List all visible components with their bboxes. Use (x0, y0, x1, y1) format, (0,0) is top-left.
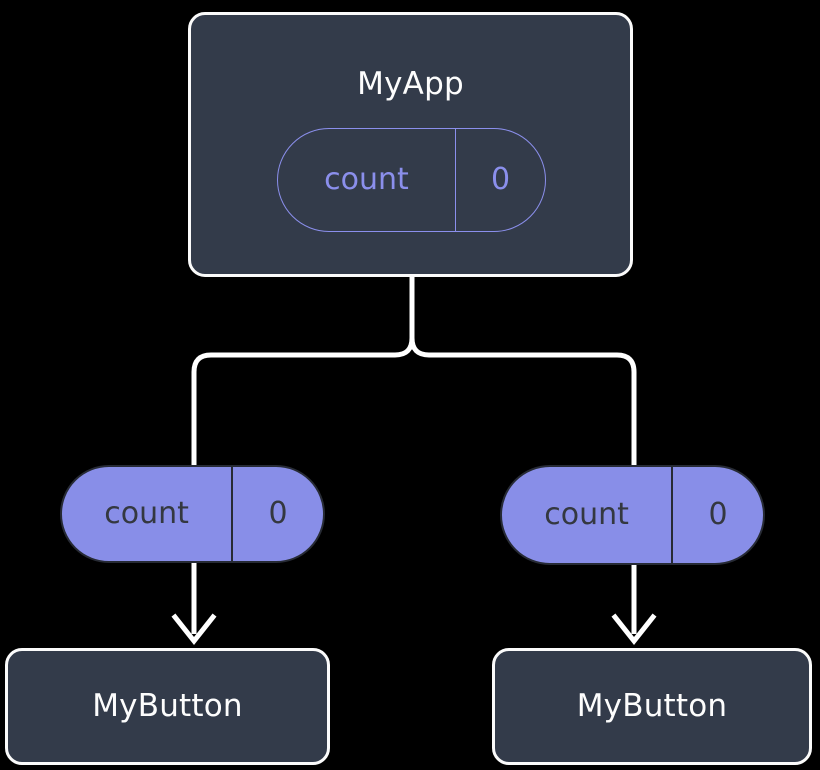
arrow-right-head (611, 613, 657, 646)
state-pill-right[interactable]: count 0 (500, 465, 765, 565)
connector-trunk-split (191, 274, 415, 469)
state-pill-left-value: 0 (268, 496, 288, 531)
state-pill-left-label: count (62, 467, 234, 561)
state-pill-right-value: 0 (708, 497, 728, 532)
node-mybutton-left[interactable]: MyButton (5, 648, 330, 765)
node-myapp-title: MyApp (357, 66, 464, 102)
state-pill-left[interactable]: count 0 (60, 465, 325, 563)
node-mybutton-left-title: MyButton (92, 688, 243, 724)
state-pill-root-value: 0 (490, 162, 511, 197)
state-pill-root[interactable]: count 0 (277, 128, 546, 232)
node-mybutton-right-title: MyButton (576, 688, 728, 724)
state-pill-root-label: count (278, 129, 456, 231)
arrow-left-head (171, 613, 217, 646)
node-myapp[interactable]: MyApp (188, 12, 633, 277)
connector-trunk-split-right (409, 335, 637, 469)
node-mybutton-right[interactable]: MyButton (492, 648, 812, 765)
state-pill-right-label: count (502, 467, 674, 563)
